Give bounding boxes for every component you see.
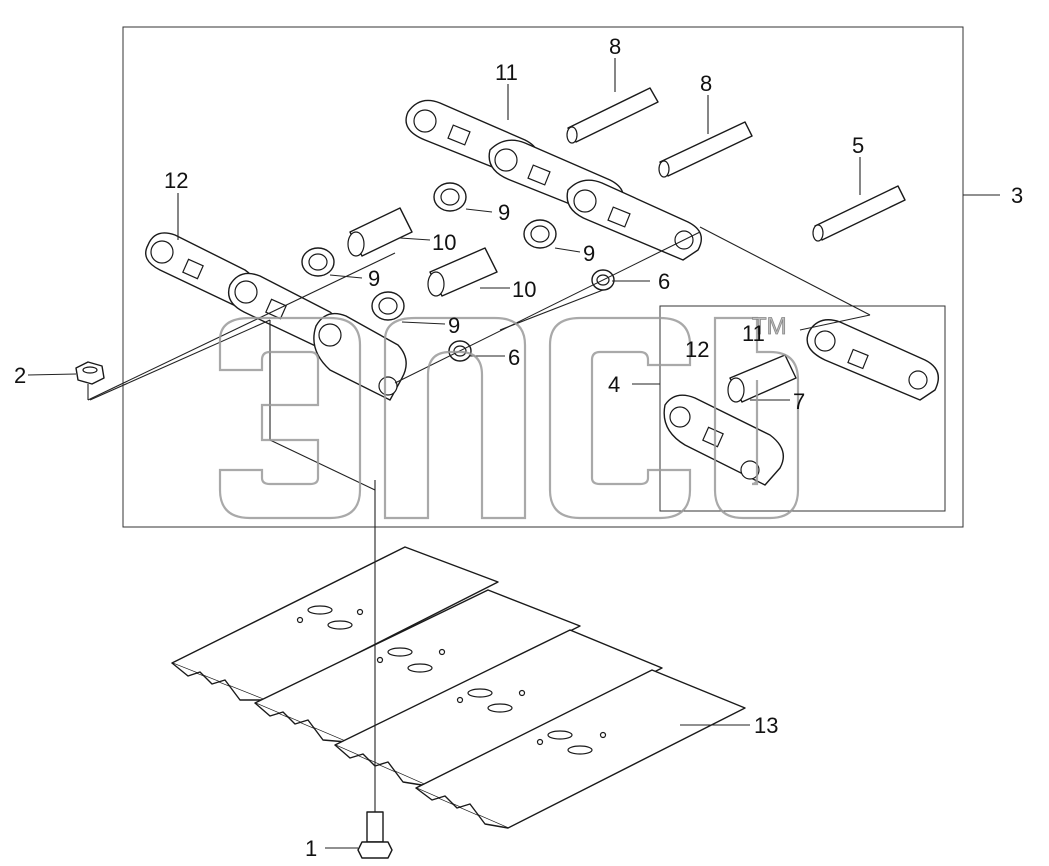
callout-7: 7: [793, 389, 805, 414]
callout-13: 13: [754, 713, 778, 738]
callout-2: 2: [14, 363, 26, 388]
callout-3: 3: [1011, 183, 1023, 208]
callout-9: 9: [498, 200, 510, 225]
seal-9b: [301, 247, 335, 277]
callout-labels: 8 8 5 11 12 3 9 10 9 9 10 6 9 6 2 4 11 1…: [14, 34, 1023, 861]
seal-9a: [433, 182, 467, 212]
link-chain-lower: [145, 232, 407, 401]
callout-11: 11: [742, 321, 765, 346]
callout-8: 8: [609, 34, 621, 59]
assembly-frame: [122, 26, 964, 528]
kit-bushing-7: [727, 354, 797, 403]
pin-8a: [566, 87, 659, 144]
track-shoe: [171, 546, 499, 701]
watermark: TM: [218, 313, 800, 520]
callout-10: 10: [512, 277, 536, 302]
track-shoe: [415, 669, 746, 829]
seal-9d: [371, 291, 405, 321]
callout-9: 9: [448, 313, 460, 338]
callout-10: 10: [432, 230, 456, 255]
pin-8b: [658, 121, 753, 178]
kit-link-11: [806, 319, 939, 401]
callout-4: 4: [608, 372, 620, 397]
kit-frame: [659, 305, 946, 512]
callout-9: 9: [583, 241, 595, 266]
callout-11: 11: [495, 60, 518, 85]
pin-5: [812, 185, 906, 242]
nut: [75, 361, 105, 385]
bushing-10a: [347, 207, 413, 257]
track-shoe: [254, 589, 581, 743]
track-shoes: [171, 546, 746, 829]
watermark-tm: TM: [752, 313, 787, 340]
track-shoe: [334, 629, 663, 787]
callout-12: 12: [164, 168, 188, 193]
bushing-10b: [427, 247, 498, 297]
callout-12: 12: [685, 337, 709, 362]
callout-1: 1: [305, 836, 317, 861]
callout-6: 6: [658, 269, 670, 294]
callout-6: 6: [508, 345, 520, 370]
callout-8: 8: [700, 71, 712, 96]
seal-9c: [523, 219, 557, 249]
callout-9: 9: [368, 266, 380, 291]
leader-lines: [27, 58, 1000, 849]
link-chain-upper: [405, 99, 702, 261]
callout-5: 5: [852, 133, 864, 158]
bolt: [357, 480, 393, 859]
kit-link-12: [663, 394, 784, 486]
